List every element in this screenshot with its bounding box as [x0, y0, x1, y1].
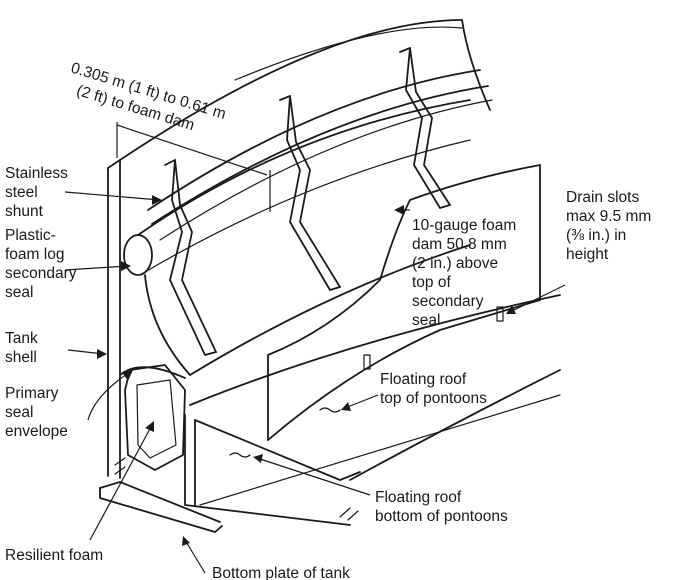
- leader-drain-slots: [509, 284, 566, 313]
- stainless-steel-shunt-3: [399, 47, 451, 209]
- leader-foam-log: [64, 265, 129, 271]
- shunt-label: Stainless steel shunt: [5, 165, 68, 220]
- arrow-foam-log: [121, 261, 131, 271]
- arrow-shunt: [152, 195, 162, 205]
- dam-label-line-6: seal: [412, 312, 440, 329]
- drain-label-line-2: max 9.5 mm: [566, 208, 651, 225]
- shunt-label-line-1: Stainless: [5, 165, 68, 182]
- drain-slot-1: [363, 354, 371, 370]
- resilient-foam-label: Resilient foam: [5, 547, 103, 564]
- arrow-primary-seal: [122, 370, 133, 381]
- leader-bottom-plate: [184, 539, 206, 574]
- log-label-line-2: foam log: [5, 246, 64, 263]
- secondary-seal-body: [144, 244, 471, 376]
- drain-label-line-1: Drain slots: [566, 189, 639, 206]
- arrow-drain-slots: [506, 305, 516, 314]
- dam-label-line-5: secondary: [412, 293, 484, 310]
- foam-dam: [267, 164, 541, 441]
- roof-bottom-label: Floating roof bottom of pontoons: [375, 489, 508, 525]
- dam-label-line-3: (2 in.) above: [412, 255, 498, 272]
- tank-shell: [107, 19, 491, 479]
- roof-bottom-label-line-2: bottom of pontoons: [375, 508, 508, 525]
- arrow-roof-top: [341, 402, 351, 411]
- log-label-line-4: seal: [5, 284, 33, 301]
- shunt-label-line-2: steel: [5, 184, 38, 201]
- dam-label-line-2: dam 50.8 mm: [412, 236, 507, 253]
- leader-primary-seal: [87, 371, 131, 421]
- leader-roof-top: [344, 394, 379, 409]
- leader-roof-bottom: [256, 457, 371, 496]
- primary-seal-envelope: [119, 364, 186, 471]
- dimension-leader: [116, 122, 271, 212]
- bottom-plate-label: Bottom plate of tank: [212, 565, 350, 580]
- arrow-roof-bottom: [253, 454, 263, 463]
- dimension-label: 0.305 m (1 ft) to 0.61 m (2 ft) to foam …: [69, 60, 228, 135]
- stainless-steel-shunt-2: [279, 95, 341, 291]
- tank-shell-label: Tank shell: [5, 330, 38, 366]
- foam-dam-label: 10-gauge foam dam 50.8 mm (2 in.) above …: [412, 217, 516, 329]
- arrow-resilient-foam: [145, 421, 154, 432]
- drain-slot-2: [496, 306, 504, 322]
- arrow-foam-dam: [394, 205, 404, 215]
- roof-top-label-line-1: Floating roof: [380, 371, 467, 388]
- log-label-line-1: Plastic-: [5, 227, 56, 244]
- shell-label-line-2: shell: [5, 349, 37, 366]
- arrow-bottom-plate: [182, 536, 190, 546]
- log-label-line-3: secondary: [5, 265, 77, 282]
- leader-shunt: [64, 191, 161, 201]
- stainless-steel-shunt-1: [164, 159, 217, 356]
- primary-seal-label: Primary seal envelope: [5, 385, 68, 440]
- primary-label-line-1: Primary: [5, 385, 59, 402]
- drain-label-line-3: (⅜ in.) in: [566, 227, 626, 244]
- roof-top-label: Floating roof top of pontoons: [380, 371, 487, 407]
- drain-slots-label: Drain slots max 9.5 mm (⅜ in.) in height: [566, 189, 651, 263]
- foam-log-secondary-seal: [123, 99, 471, 276]
- dam-label-line-4: top of: [412, 274, 451, 291]
- seal-rail: [147, 69, 493, 241]
- arrow-tank-shell: [97, 349, 107, 359]
- shell-label-line-1: Tank: [5, 330, 38, 347]
- primary-label-line-2: seal: [5, 404, 33, 421]
- roof-top-label-line-2: top of pontoons: [380, 390, 487, 407]
- leader-resilient-foam: [89, 424, 153, 541]
- primary-label-line-3: envelope: [5, 423, 68, 440]
- drain-label-line-4: height: [566, 246, 609, 263]
- foam-log-label: Plastic- foam log secondary seal: [5, 227, 77, 301]
- bottom-plate: [99, 457, 223, 533]
- roof-bottom-label-line-1: Floating roof: [375, 489, 462, 506]
- dam-label-line-1: 10-gauge foam: [412, 217, 516, 234]
- floating-roof-pontoon: [184, 294, 561, 526]
- shunt-label-line-3: shunt: [5, 203, 44, 220]
